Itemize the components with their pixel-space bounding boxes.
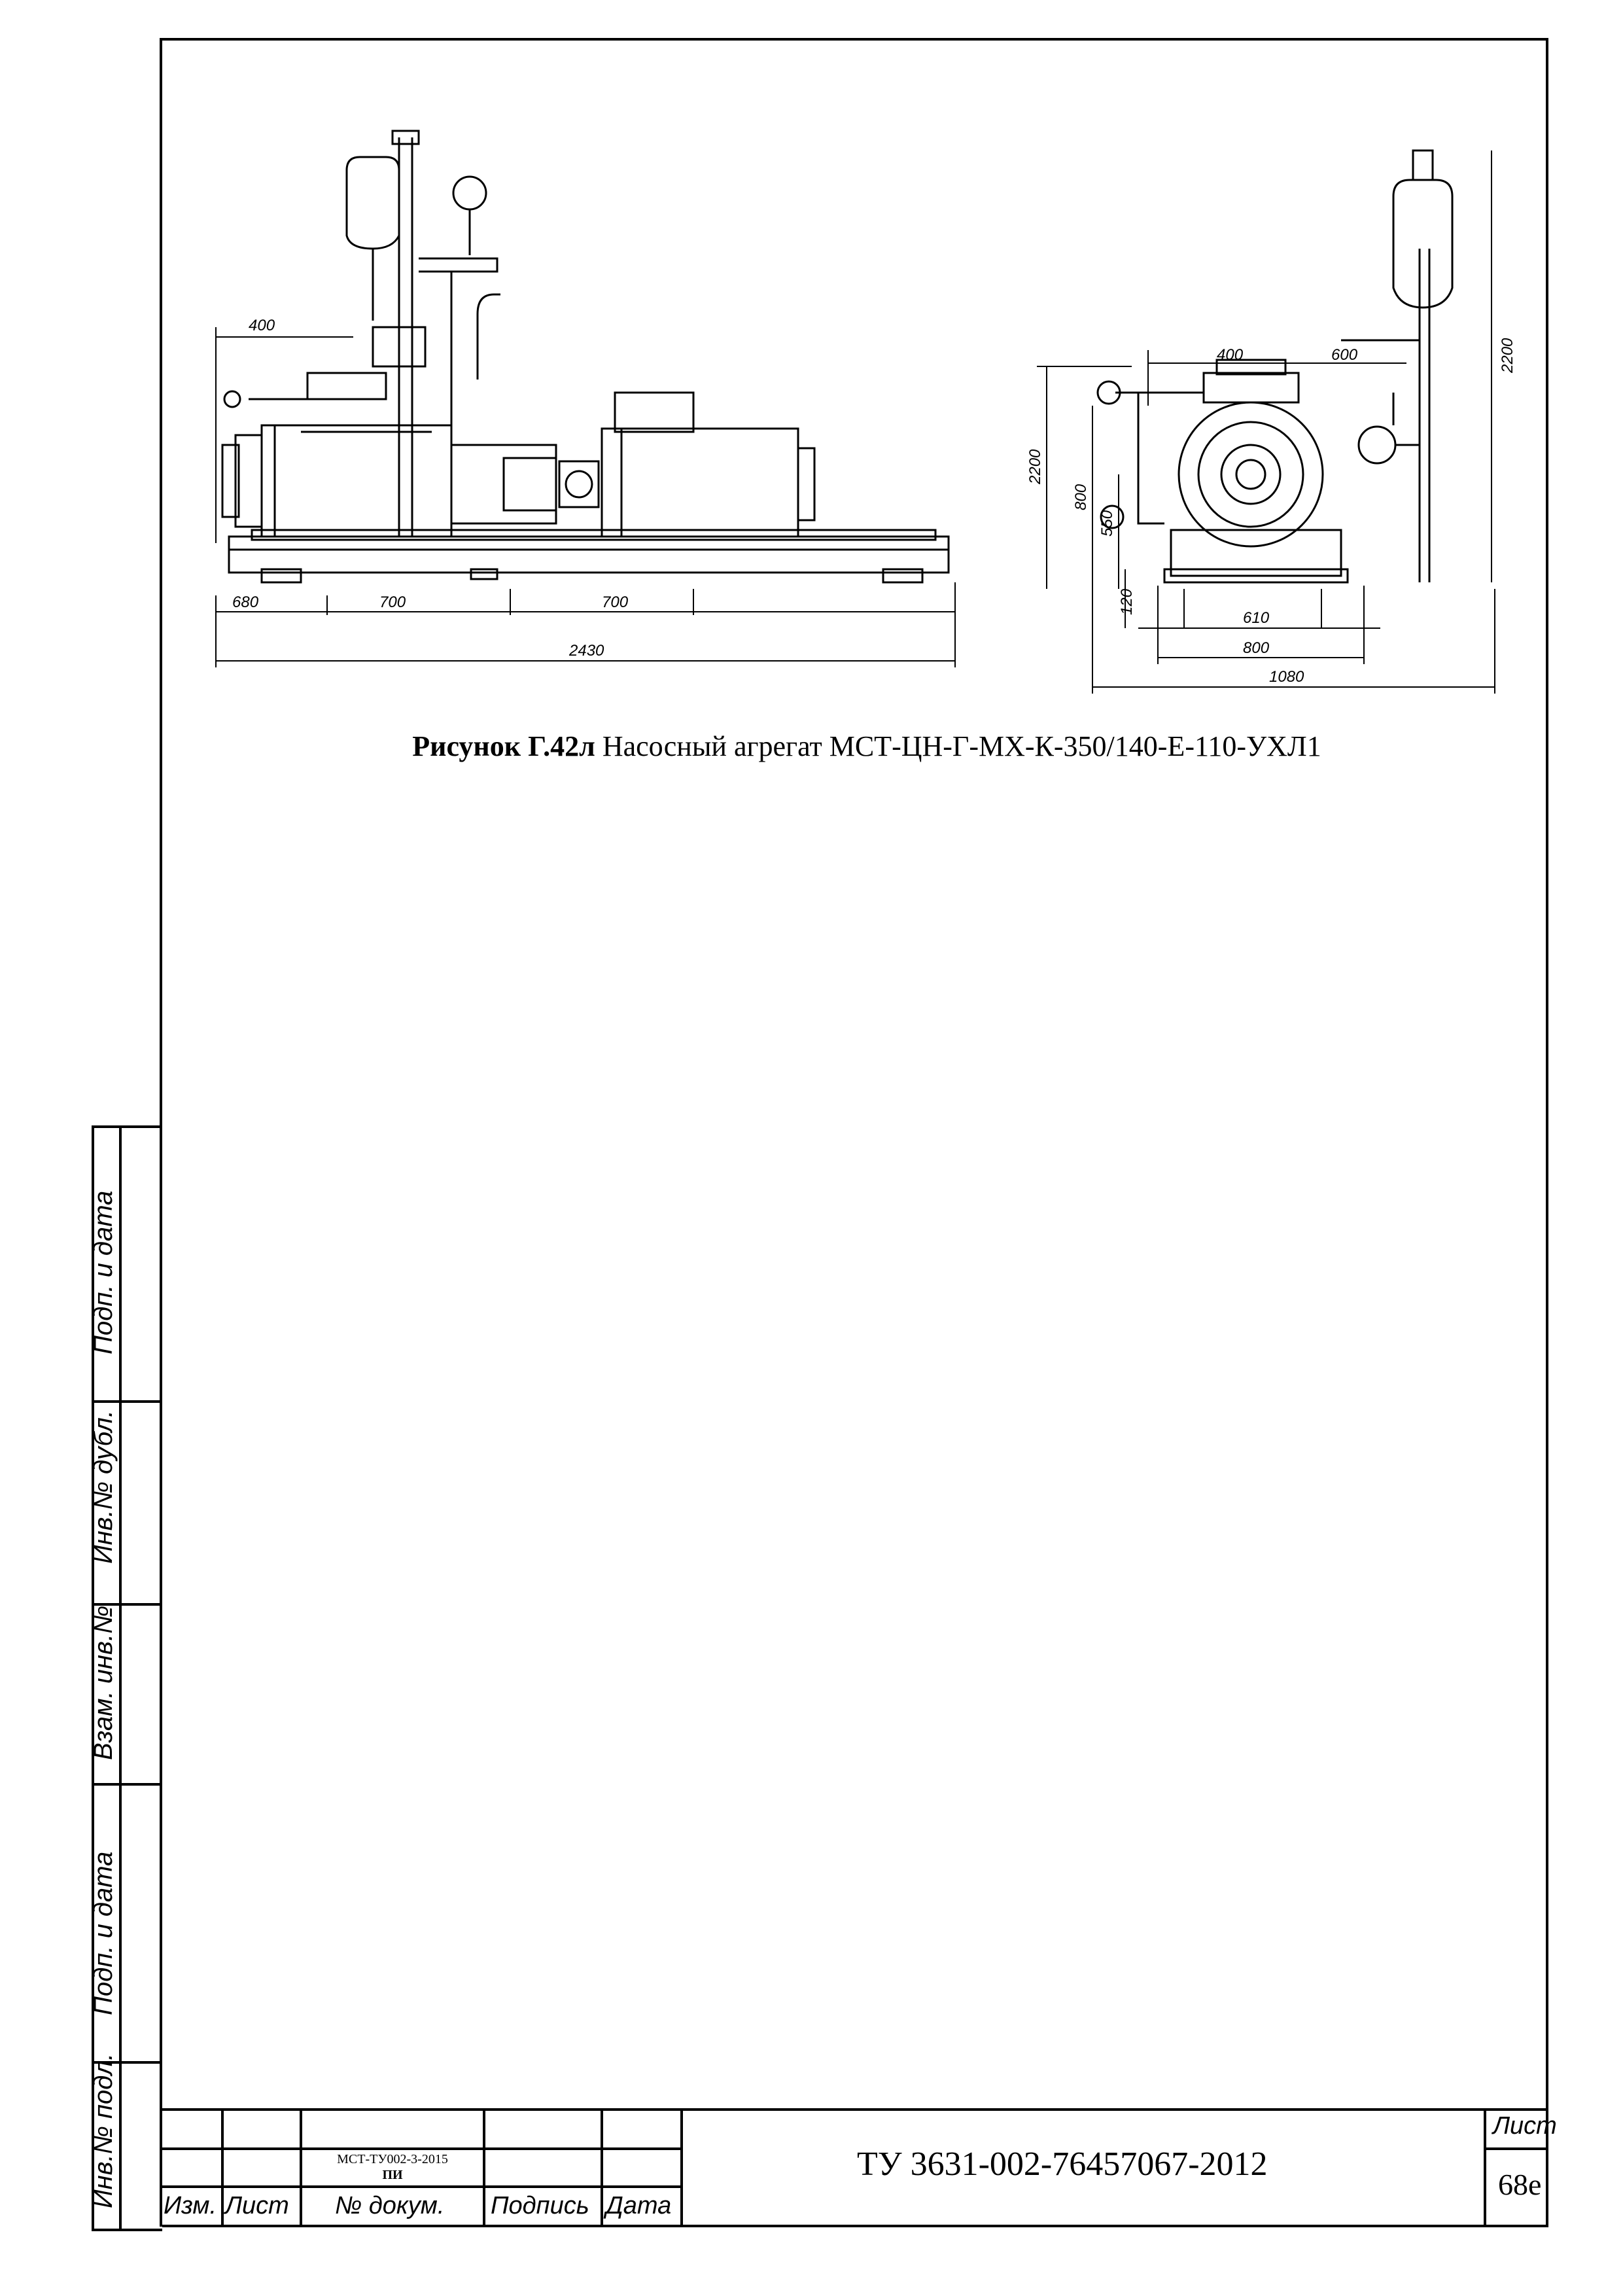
figure-caption-text: Насосный агрегат МСТ-ЦН-Г-МХ-К-350/140-Е… <box>595 730 1321 762</box>
sheet-number: 68е <box>1498 2168 1542 2201</box>
col-sign: Подпись <box>491 2192 589 2219</box>
doc-ref: МСТ-ТУ002-3-2015 ПИ <box>302 2151 483 2183</box>
side-stamp-divider <box>119 1125 122 2231</box>
document-designation: ТУ 3631-002-76457067-2012 <box>857 2146 1268 2183</box>
dim-400-left: 400 <box>249 317 275 334</box>
dim-120: 120 <box>1118 588 1136 615</box>
figure-caption: Рисунок Г.42л Насосный агрегат МСТ-ЦН-Г-… <box>196 730 1537 763</box>
doc-ref-line2: ПИ <box>382 2168 403 2182</box>
figure-caption-prefix: Рисунок Г.42л <box>412 730 595 762</box>
tb-hline-top <box>162 2108 1548 2111</box>
side-stamp <box>92 1125 162 2231</box>
side-label-inv-podl: Инв.№ подл. <box>89 2053 118 2208</box>
side-label-podp-date-2: Подп. и дата <box>89 1851 118 2015</box>
dim-700a: 700 <box>379 593 406 611</box>
tb-vline <box>601 2108 603 2226</box>
side-stamp-sep <box>92 1400 162 1403</box>
col-list: Лист <box>225 2192 289 2219</box>
side-stamp-sep <box>92 1603 162 1606</box>
col-izm: Изм. <box>164 2192 217 2219</box>
dim-800: 800 <box>1243 639 1270 657</box>
doc-ref-line1: МСТ-ТУ002-3-2015 <box>337 2152 448 2166</box>
dim-400-right: 400 <box>1217 346 1244 364</box>
side-stamp-sep <box>92 1783 162 1786</box>
dim-700b: 700 <box>602 593 629 611</box>
side-stamp-sep <box>92 2061 162 2064</box>
tb-vline <box>1484 2108 1486 2226</box>
tb-hline <box>162 2185 682 2188</box>
dim-2430: 2430 <box>568 642 604 660</box>
col-date: Дата <box>606 2192 672 2219</box>
dim-2200-left: 2200 <box>1026 449 1044 485</box>
tb-vline <box>300 2108 302 2226</box>
col-doc: № докум. <box>335 2192 445 2219</box>
tb-hline-bottom <box>162 2225 1548 2227</box>
dim-1080: 1080 <box>1269 668 1304 686</box>
dim-600: 600 <box>1331 346 1358 364</box>
dim-680: 680 <box>232 593 259 611</box>
tb-vline <box>483 2108 485 2226</box>
sheet-label: Лист <box>1493 2112 1557 2140</box>
dim-2200-right: 2200 <box>1499 338 1516 374</box>
tb-hline <box>162 2147 682 2150</box>
pump-drawing: 400 680 700 700 2430 <box>215 130 1516 694</box>
dim-610: 610 <box>1243 609 1270 627</box>
side-label-podp-date-1: Подп. и дата <box>89 1190 118 1354</box>
tb-vline <box>680 2108 683 2226</box>
side-label-inv-dubl: Инв.№ дубл. <box>89 1410 118 1564</box>
tb-hline-sheet <box>1485 2147 1548 2150</box>
side-label-vzam-inv: Взам. инв.№ <box>89 1605 118 1760</box>
dim-800-v: 800 <box>1072 484 1090 510</box>
tb-vline <box>221 2108 224 2226</box>
page-frame <box>160 38 1548 2227</box>
dim-550: 550 <box>1098 510 1116 537</box>
